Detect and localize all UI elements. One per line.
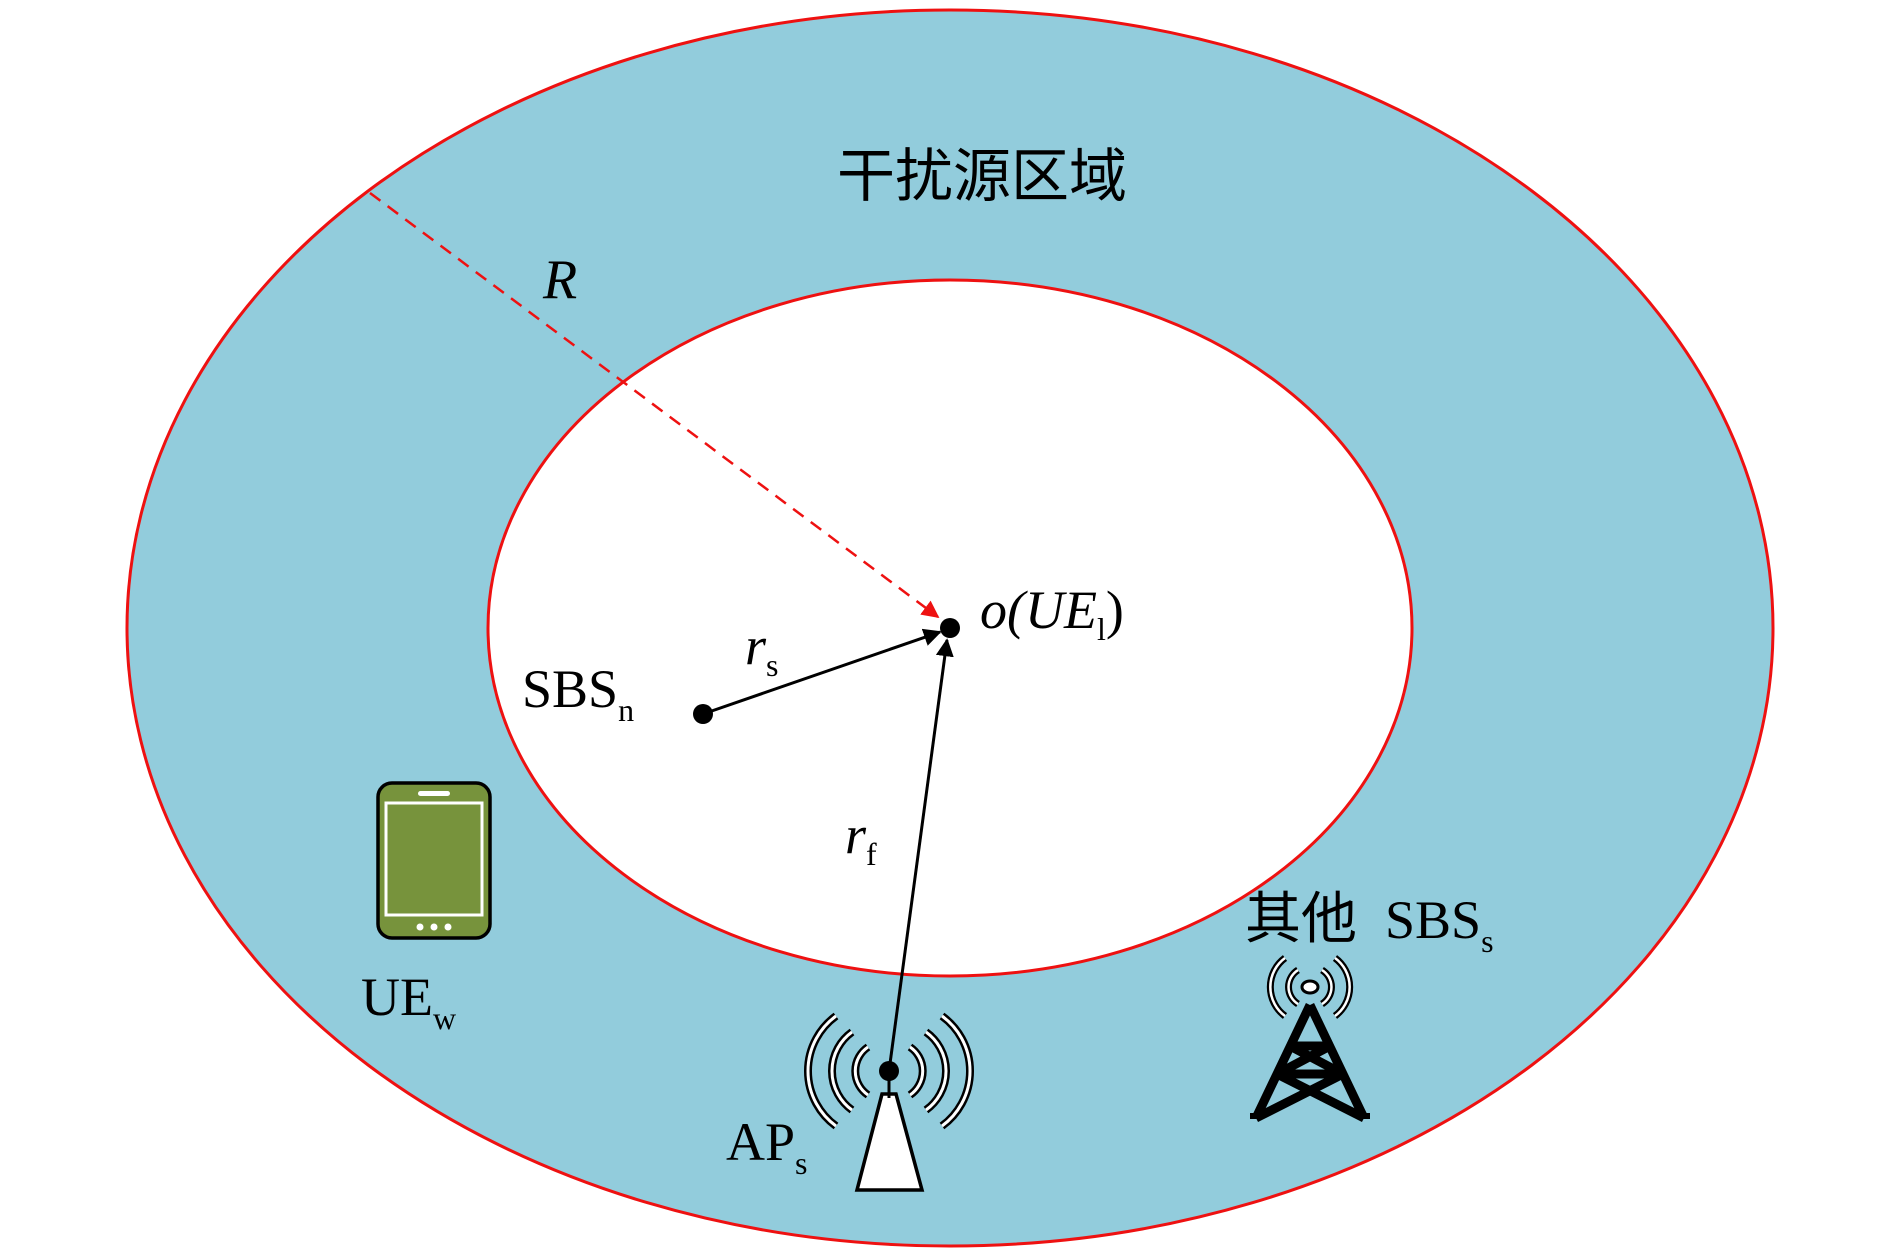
center-label-close: ) (1106, 580, 1124, 640)
r-f-label-main: r (845, 805, 867, 865)
sbs-n-label-main: SBS (522, 659, 618, 719)
r-f-vector (887, 638, 954, 1072)
ap-label: APs (726, 1112, 807, 1181)
r-s-label-main: r (745, 616, 767, 676)
r-s-label: rs (745, 616, 778, 683)
r-s-label-sub: s (766, 647, 778, 683)
access-point-icon (804, 1012, 974, 1192)
other-sbs-main: SBS (1385, 890, 1481, 950)
center-label-main: o(UE (980, 580, 1097, 640)
r-s-vector (702, 628, 942, 716)
sbs-n-label: SBSn (522, 659, 634, 728)
sbs-n-label-sub: n (618, 692, 634, 728)
r-f-label: rf (845, 805, 877, 872)
region-label: 干扰源区域 (837, 142, 1127, 210)
center-label: o(UEl) (980, 580, 1124, 647)
ue-w-label-main: UE (361, 967, 433, 1027)
ap-label-main: AP (726, 1112, 795, 1172)
other-sbs-prefix: 其他 (1245, 887, 1357, 952)
smartphone-icon (376, 781, 492, 940)
cell-tower-icon (1250, 955, 1370, 1123)
radius-arrow (369, 191, 940, 619)
ue-w-label: UEw (361, 967, 456, 1036)
center-point (940, 618, 960, 638)
ap-label-sub: s (795, 1145, 807, 1181)
r-f-label-sub: f (866, 836, 877, 872)
radius-label: R (542, 249, 577, 311)
other-sbs-label: 其他 SBSs (1245, 887, 1494, 959)
ue-w-label-sub: w (433, 1000, 456, 1036)
other-sbs-sub: s (1481, 923, 1493, 959)
center-label-sub: l (1097, 611, 1106, 647)
